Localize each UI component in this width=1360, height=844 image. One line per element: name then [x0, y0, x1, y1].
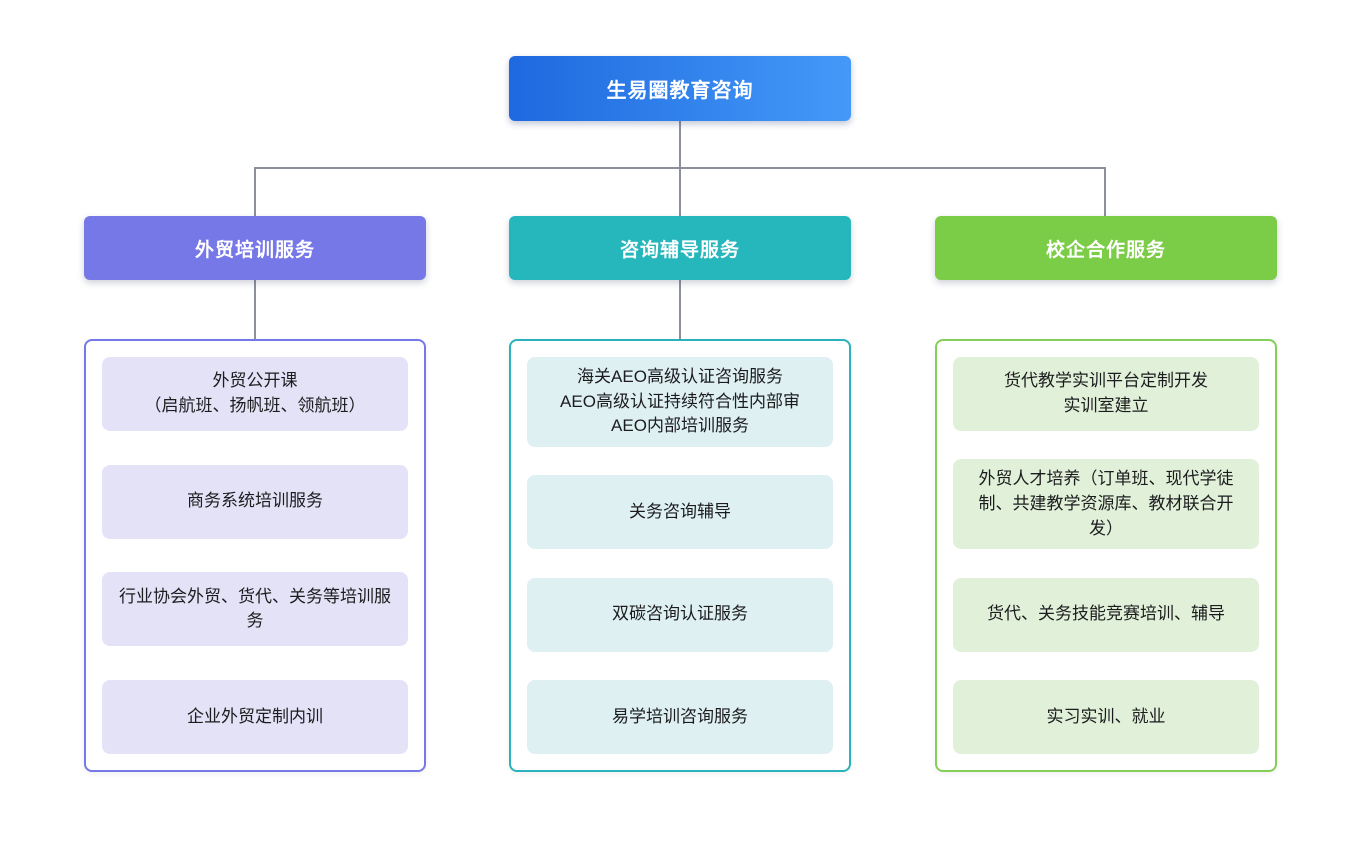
- leaf-node: 外贸公开课 （启航班、扬帆班、领航班）: [102, 357, 408, 431]
- connector-branch-1-container: [254, 279, 256, 340]
- leaf-node: 双碳咨询认证服务: [527, 577, 833, 652]
- connector-drop-branch-3: [1104, 167, 1106, 217]
- leaf-node: 行业协会外贸、货代、关务等培训服务: [102, 572, 408, 647]
- connector-root-down: [679, 121, 681, 168]
- branch-label: 外贸培训服务: [194, 239, 315, 261]
- root-label: 生易圈教育咨询: [606, 80, 754, 102]
- branch-label: 校企合作服务: [1045, 239, 1166, 261]
- branch-container-consulting: 海关AEO高级认证咨询服务 AEO高级认证持续符合性内部审 AEO内部培训服务 …: [509, 339, 851, 772]
- leaf-node: 货代教学实训平台定制开发 实训室建立: [953, 357, 1259, 431]
- branch-label: 咨询辅导服务: [619, 239, 740, 261]
- leaf-node: 关务咨询辅导: [527, 475, 833, 550]
- branch-container-school-enterprise: 货代教学实训平台定制开发 实训室建立 外贸人才培养（订单班、现代学徒制、共建教学…: [935, 339, 1277, 772]
- connector-drop-branch-2: [679, 167, 681, 217]
- leaf-node: 商务系统培训服务: [102, 464, 408, 539]
- branch-container-trade-training: 外贸公开课 （启航班、扬帆班、领航班） 商务系统培训服务 行业协会外贸、货代、关…: [84, 339, 426, 772]
- leaf-node: 外贸人才培养（订单班、现代学徒制、共建教学资源库、教材联合开发）: [953, 459, 1259, 550]
- branch-header-school-enterprise: 校企合作服务: [935, 216, 1277, 280]
- leaf-node: 货代、关务技能竞赛培训、辅导: [953, 577, 1259, 652]
- leaf-node: 海关AEO高级认证咨询服务 AEO高级认证持续符合性内部审 AEO内部培训服务: [527, 357, 833, 447]
- leaf-node: 易学培训咨询服务: [527, 680, 833, 754]
- branch-header-trade-training: 外贸培训服务: [84, 216, 426, 280]
- branch-header-consulting: 咨询辅导服务: [509, 216, 851, 280]
- connector-branch-2-container: [679, 279, 681, 340]
- root-node: 生易圈教育咨询: [509, 56, 851, 121]
- leaf-node: 实习实训、就业: [953, 680, 1259, 754]
- connector-drop-branch-1: [254, 167, 256, 217]
- leaf-node: 企业外贸定制内训: [102, 679, 408, 754]
